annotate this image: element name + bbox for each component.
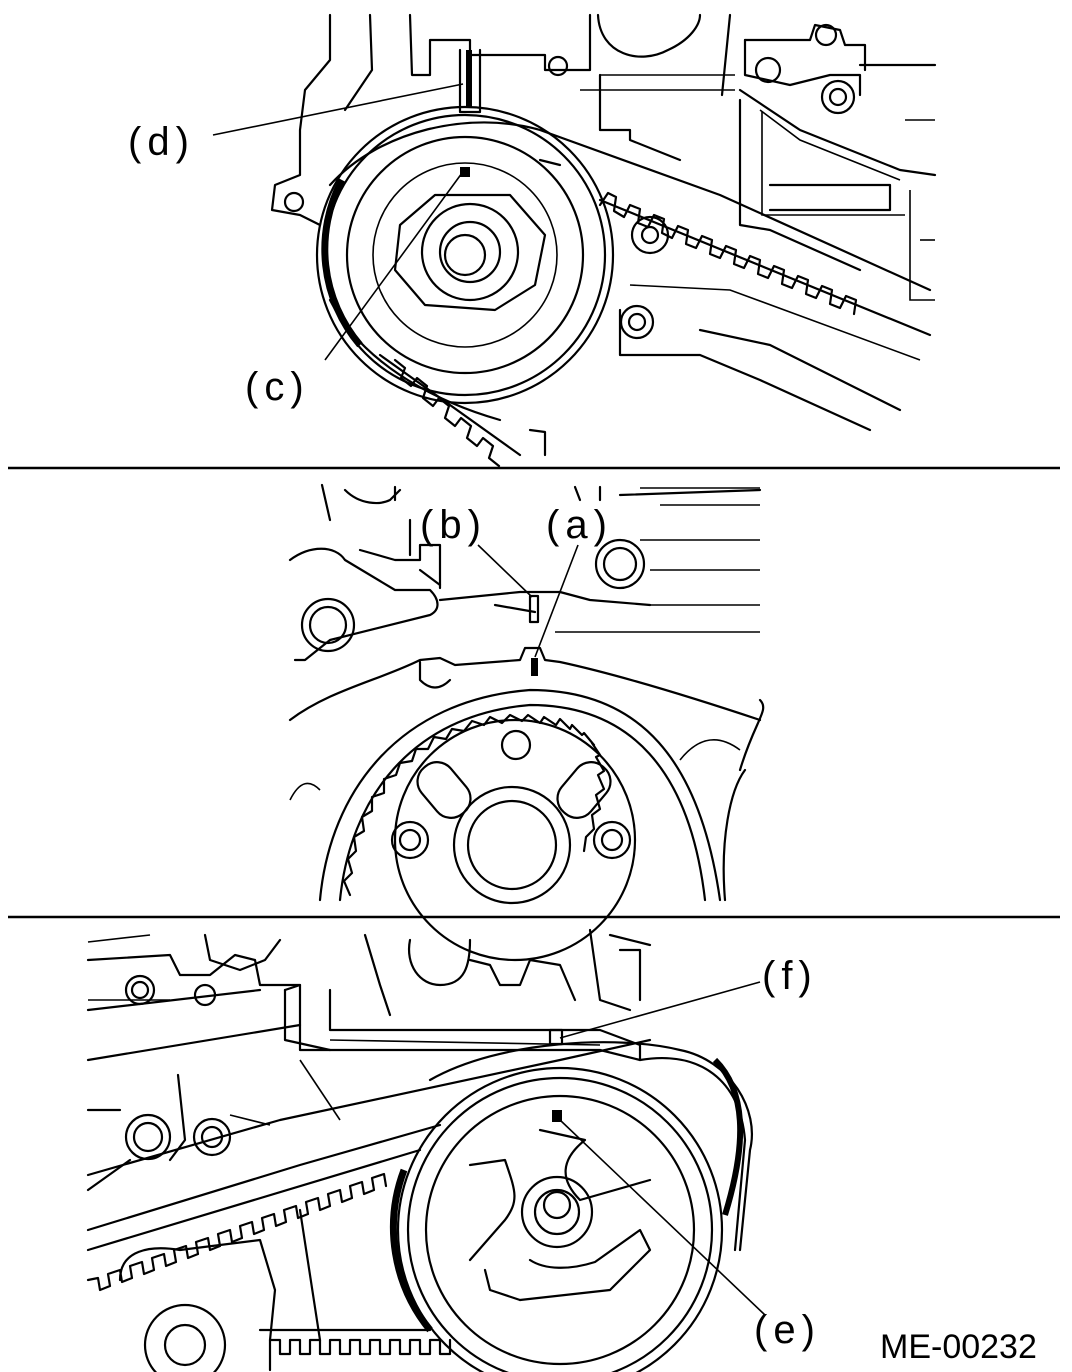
- panel-left-camshaft: [212, 13, 937, 468]
- panel-right-camshaft: [86, 928, 766, 1372]
- figure-code: ME-00232: [880, 1328, 1037, 1366]
- callout-d: (d): [128, 120, 195, 164]
- panel-crank: [288, 483, 765, 962]
- callout-e: (e): [754, 1308, 821, 1352]
- callout-c: (c): [245, 365, 310, 409]
- callout-f: (f): [762, 954, 818, 998]
- callout-b: (b): [420, 503, 487, 547]
- callout-a: (a): [546, 503, 613, 547]
